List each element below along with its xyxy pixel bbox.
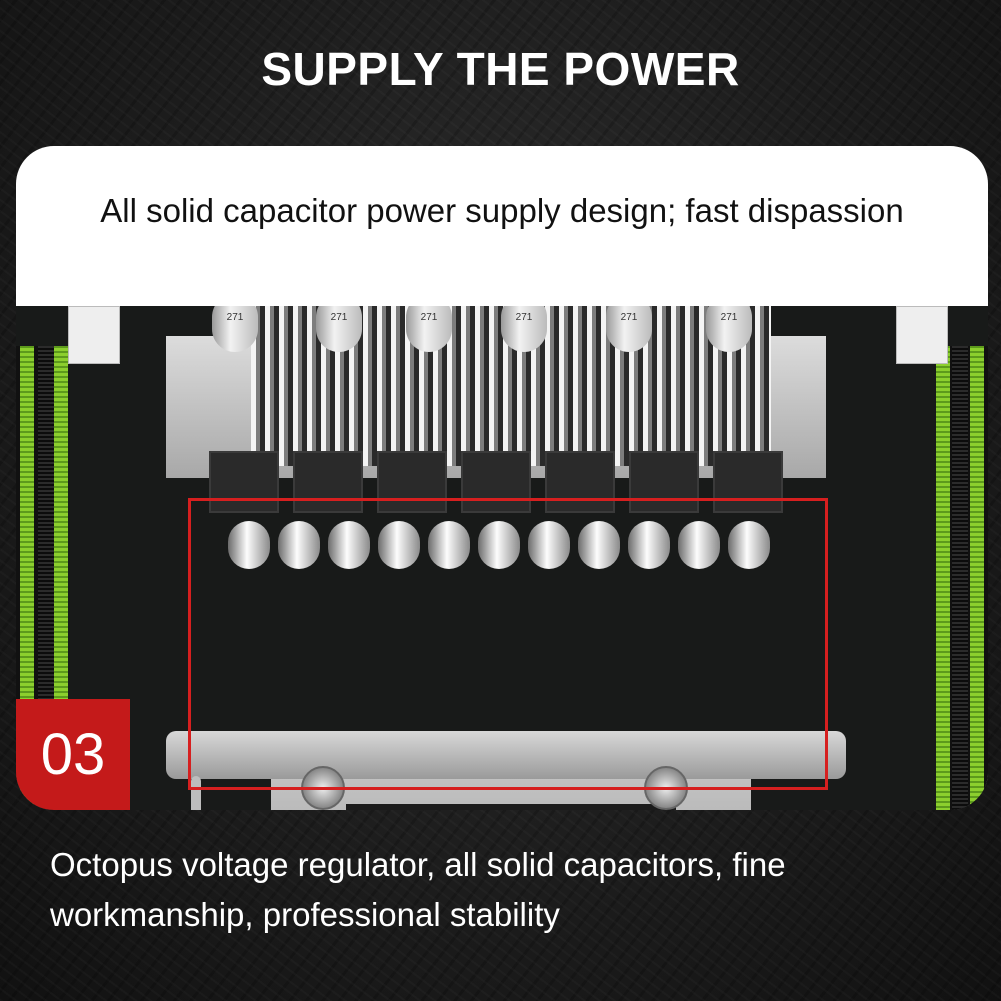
choke (629, 451, 699, 513)
choke (377, 451, 447, 513)
product-card: All solid capacitor power supply design;… (16, 146, 988, 810)
ram-clip-right (896, 306, 948, 364)
choke (713, 451, 783, 513)
socket-bracket (166, 731, 846, 779)
caption: Octopus voltage regulator, all solid cap… (50, 846, 786, 933)
choke (209, 451, 279, 513)
step-badge: 03 (16, 699, 130, 810)
step-number: 03 (40, 722, 106, 787)
choke (293, 451, 363, 513)
capacitor (501, 306, 547, 352)
choke (461, 451, 531, 513)
headline: SUPPLY THE POWER (261, 43, 740, 95)
ram-clip-left (68, 306, 120, 364)
socket-lever (191, 776, 201, 810)
vrm-highlight-box (188, 498, 828, 790)
card-subtitle: All solid capacitor power supply design;… (100, 192, 904, 229)
capacitor (706, 306, 752, 352)
choke (545, 451, 615, 513)
capacitor (316, 306, 362, 352)
ram-slot-left (16, 346, 68, 810)
capacitor (606, 306, 652, 352)
capacitor (212, 306, 258, 352)
capacitor (406, 306, 452, 352)
ram-slot-right (936, 346, 988, 810)
motherboard-photo (16, 306, 988, 810)
